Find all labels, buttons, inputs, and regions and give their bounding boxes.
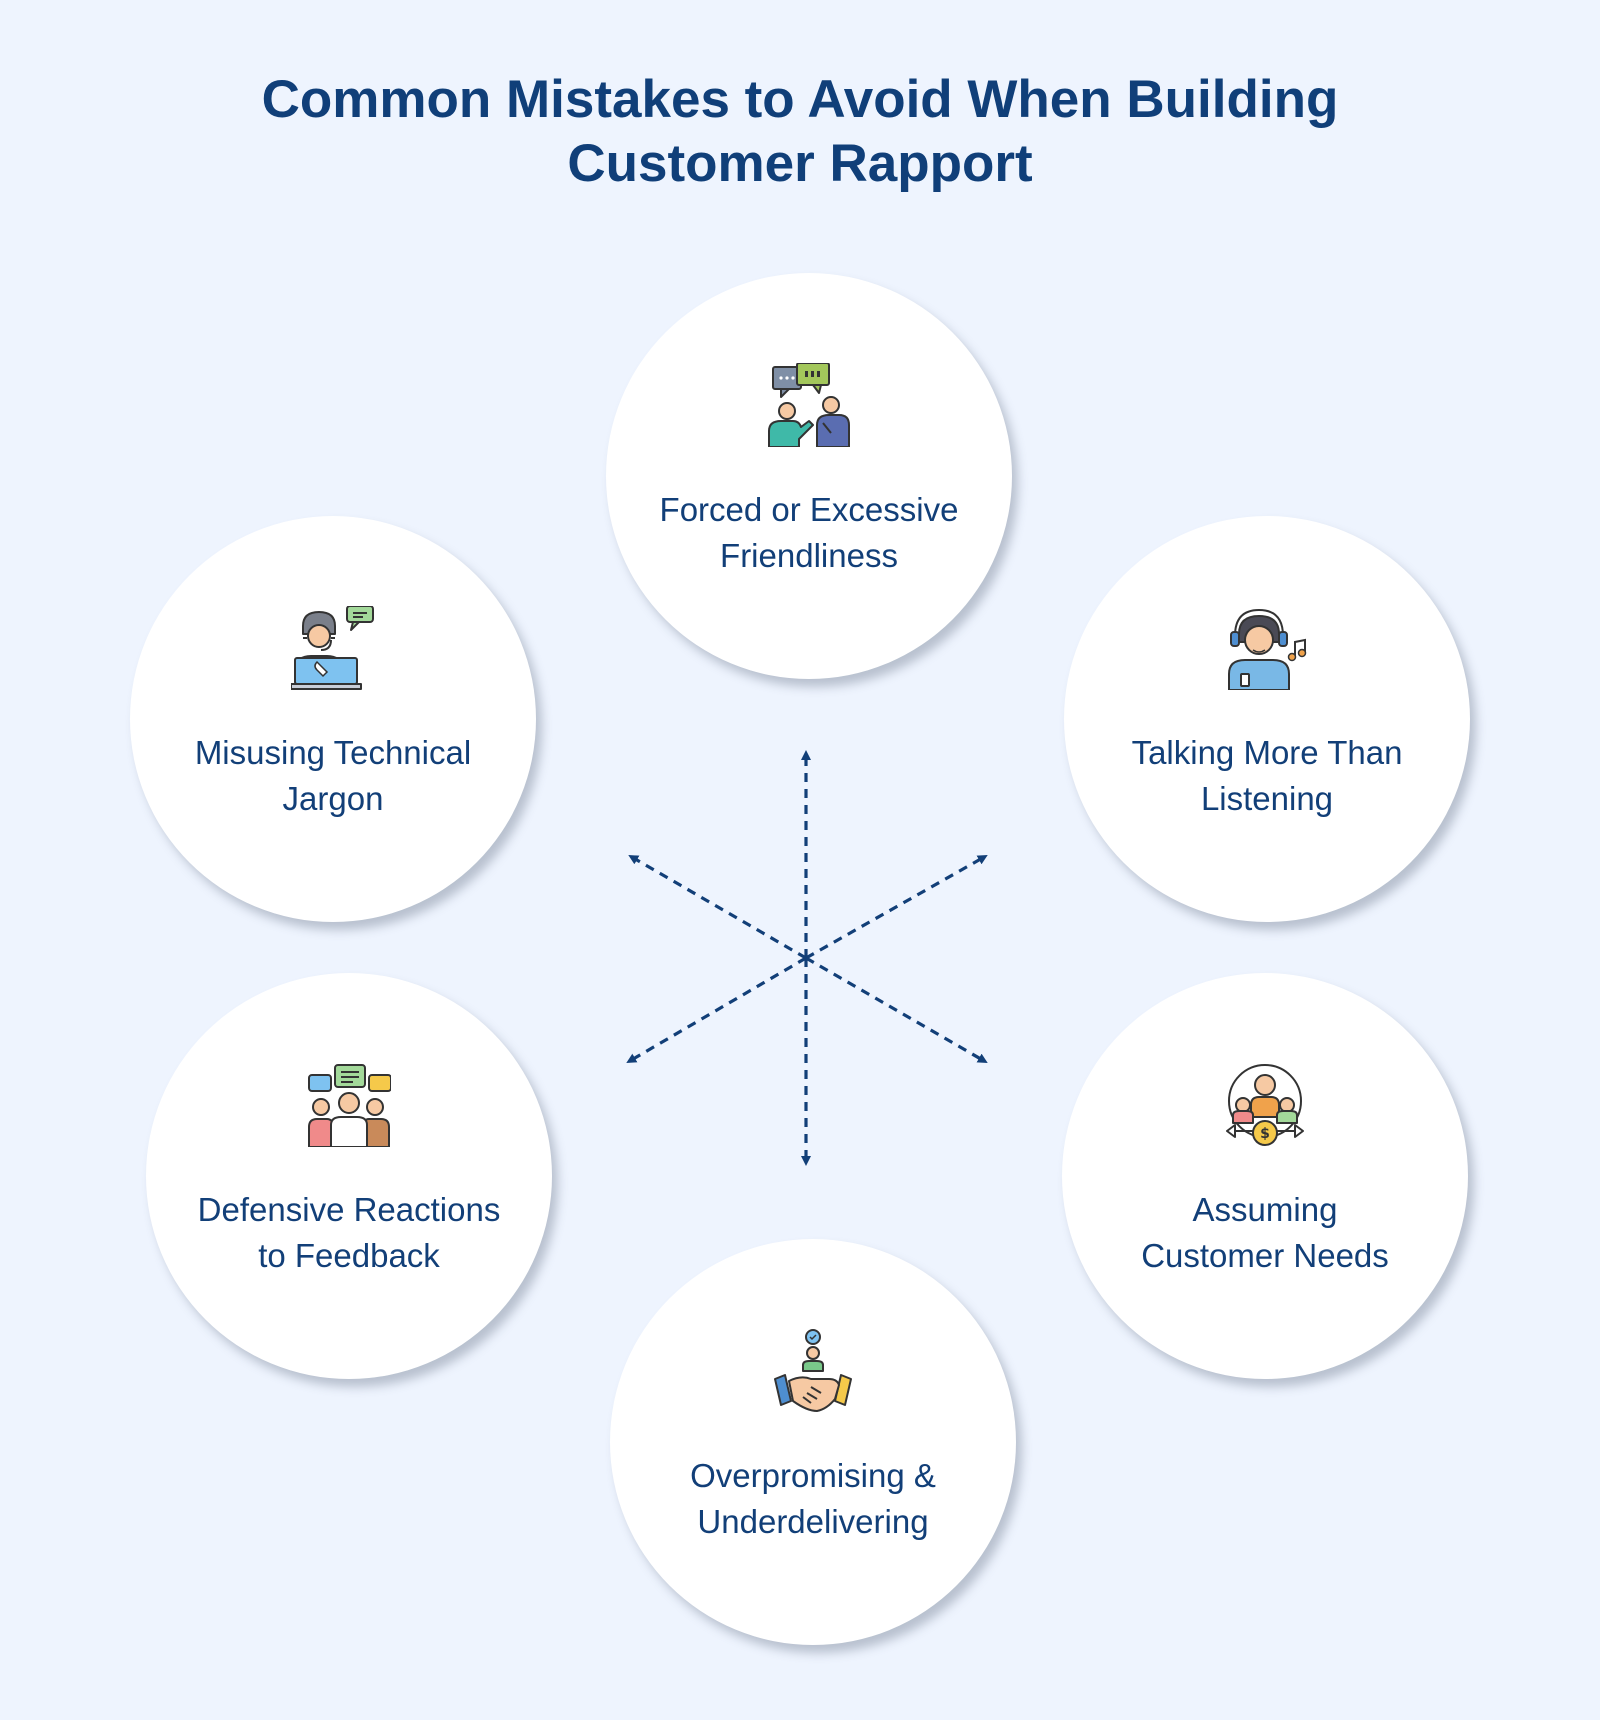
title-line-2: Customer Rapport (567, 134, 1033, 193)
mistake-card-overpromising: Overpromising & Underdelivering (610, 1239, 1016, 1645)
group-feedback-icon (308, 1064, 391, 1147)
page-title: Common Mistakes to Avoid When Building C… (0, 68, 1600, 196)
customer-group-money-icon: $ (1226, 1064, 1304, 1146)
title-line-1: Common Mistakes to Avoid When Building (261, 70, 1339, 129)
mistake-card-assuming-needs: $ Assuming Customer Needs (1062, 973, 1468, 1379)
handshake-icon (774, 1329, 852, 1412)
mistake-card-forced-friendliness: Forced or Excessive Friendliness (606, 273, 1012, 679)
mistake-label: Assuming Customer Needs (1141, 1191, 1389, 1274)
mistake-card-defensive-reactions: Defensive Reactions to Feedback (146, 973, 552, 1379)
mistake-card-technical-jargon: Misusing Technical Jargon (130, 516, 536, 922)
headset-agent-music-icon (1228, 609, 1307, 690)
arrow-down-right (805, 956, 988, 1064)
mistake-label: Forced or Excessive Friendliness (659, 491, 959, 574)
mistake-label: Talking More Than Listening (1131, 734, 1403, 817)
arrow-down-left (626, 956, 807, 1064)
mistake-label: Overpromising & Underdelivering (690, 1457, 936, 1540)
conversation-people-icon (768, 363, 850, 447)
svg-text:$: $ (1260, 1126, 1270, 1142)
arrow-up-right (805, 854, 988, 960)
mistake-card-talking-listening: Talking More Than Listening (1064, 516, 1470, 922)
mistake-label: Misusing Technical Jargon (194, 734, 472, 817)
arrow-up-left (628, 854, 807, 960)
tech-support-agent-icon (291, 606, 374, 690)
mistake-label: Defensive Reactions to Feedback (197, 1191, 501, 1274)
